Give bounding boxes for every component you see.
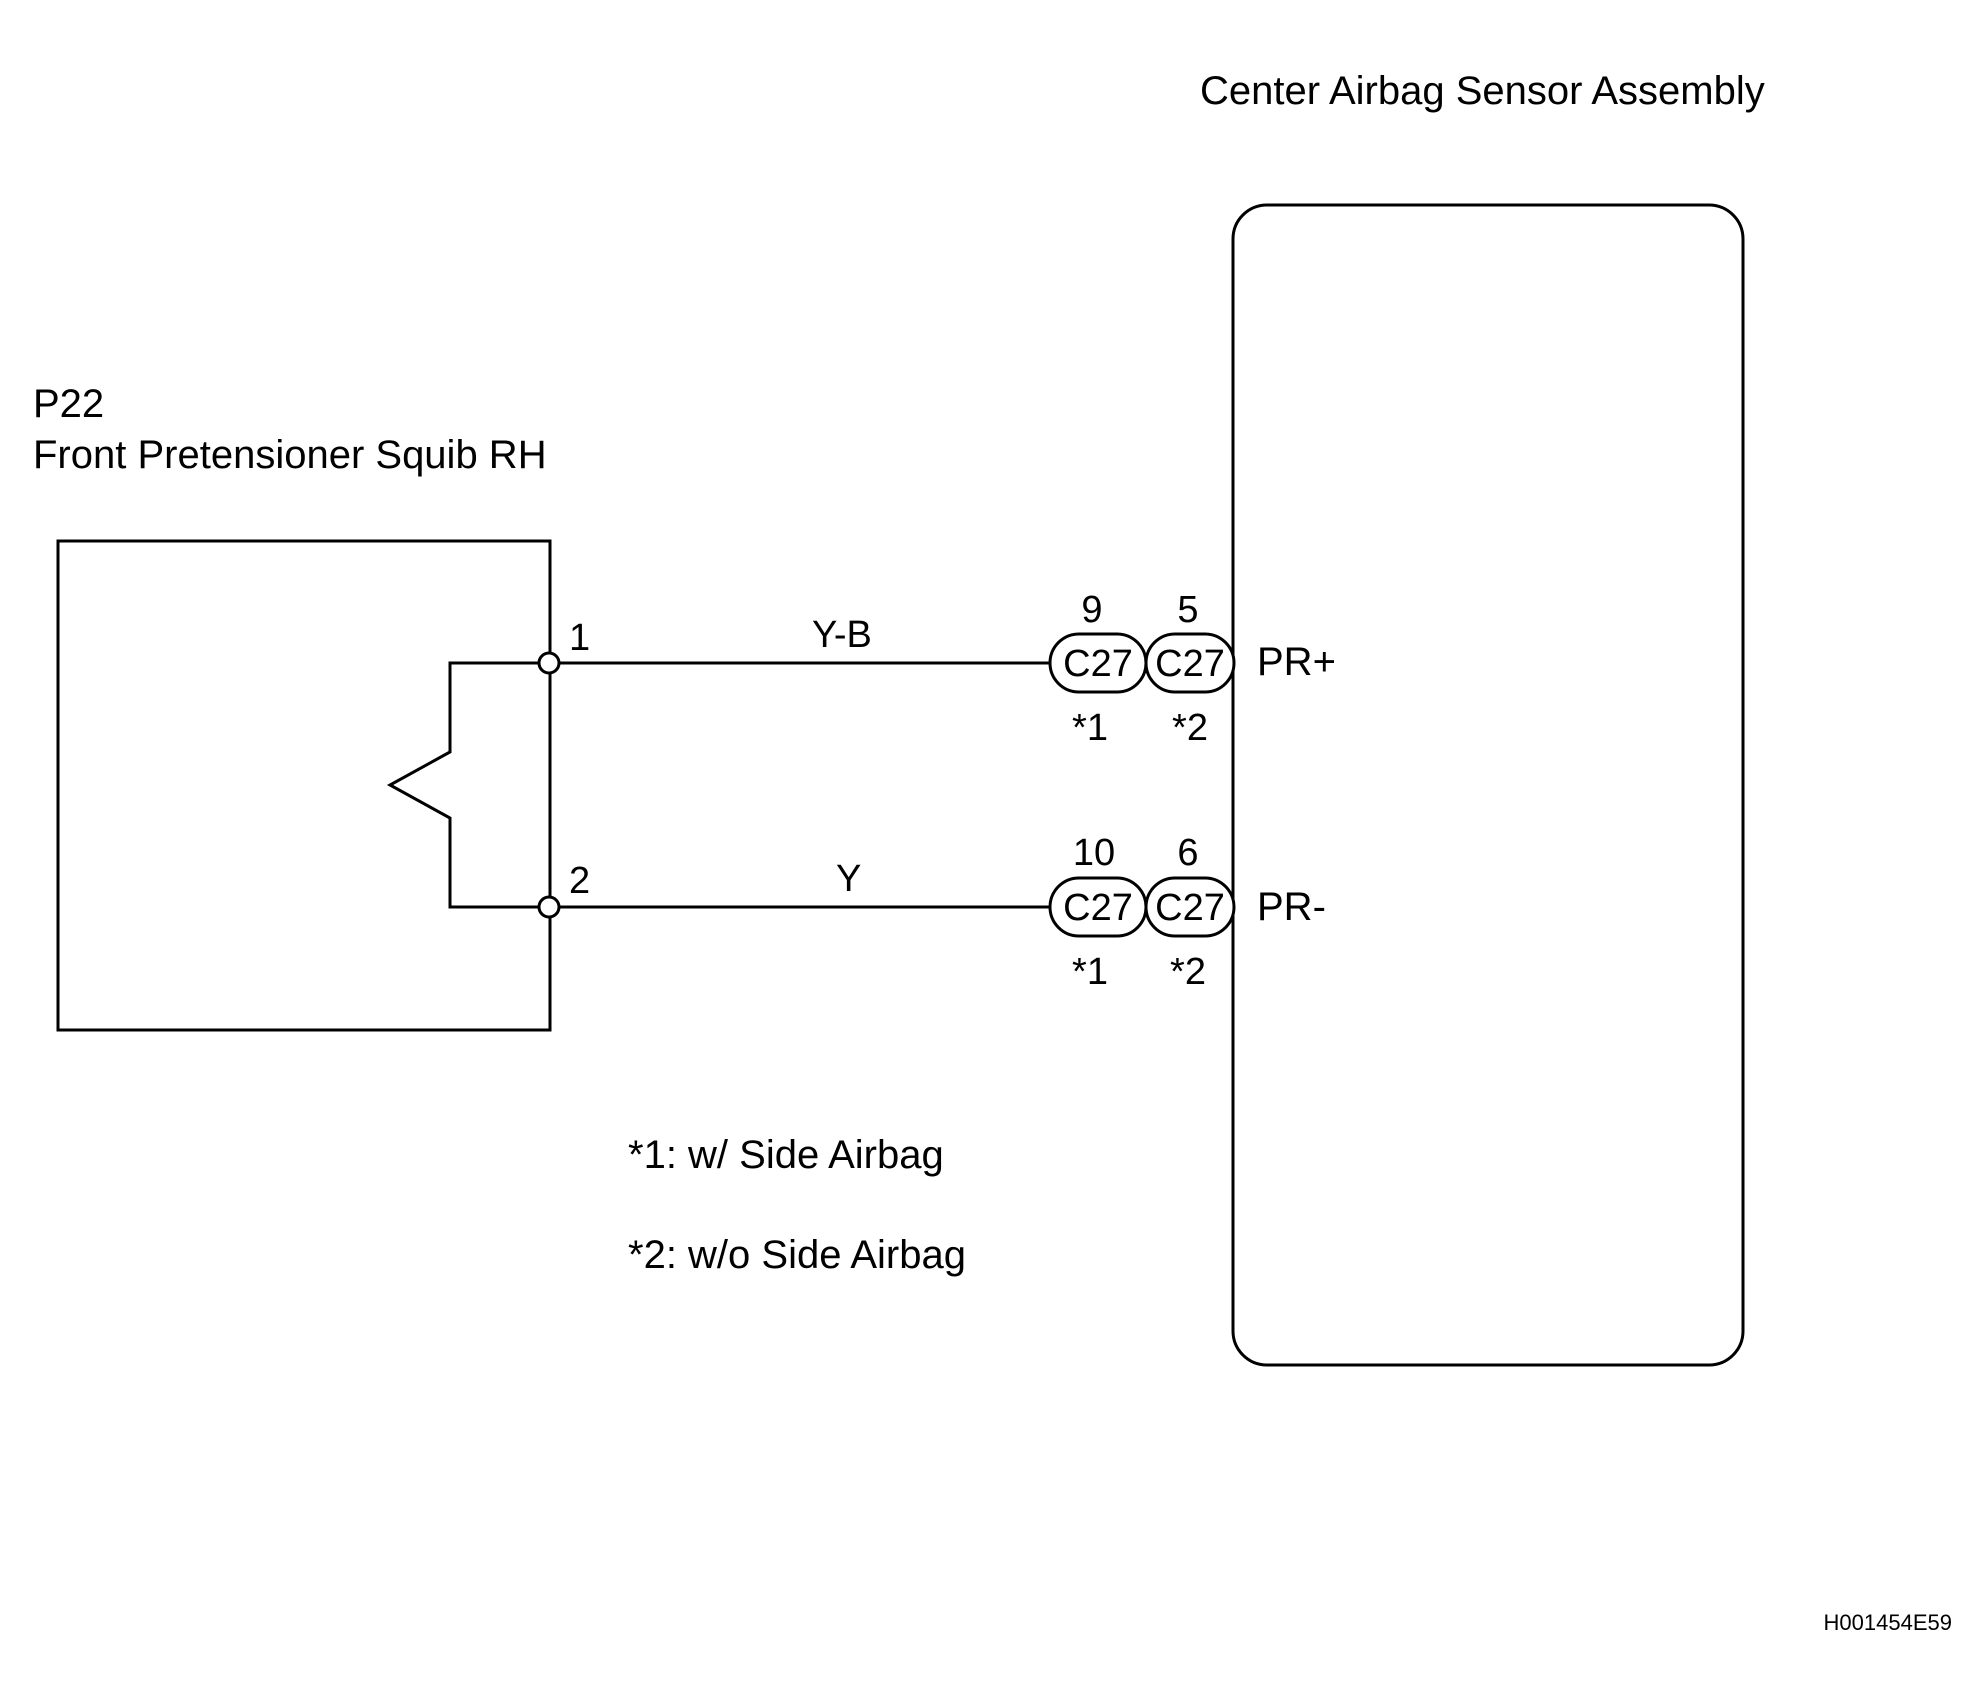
wire-label-y: Y: [836, 858, 861, 900]
connector-top-b-code: C27: [1155, 643, 1225, 685]
squib-code: P22: [33, 382, 104, 426]
connector-bottom-b-code: C27: [1155, 887, 1225, 929]
note-wo-side-airbag: *2: w/o Side Airbag: [628, 1233, 966, 1277]
sensor-title: Center Airbag Sensor Assembly: [1200, 69, 1765, 113]
connector-top-b-variant: *2: [1172, 707, 1208, 749]
connector-top-a-pin: 9: [1081, 589, 1102, 631]
figure-code: H001454E59: [1824, 1610, 1952, 1635]
terminal-pr-minus: PR-: [1257, 885, 1326, 929]
squib-element: [386, 661, 549, 909]
squib-pin-1-label: 1: [569, 617, 590, 659]
squib-pin-2-label: 2: [569, 860, 590, 902]
connector-bottom-b-pin: 6: [1177, 832, 1198, 874]
squib-name: Front Pretensioner Squib RH: [33, 433, 547, 477]
wire-label-yb: Y-B: [812, 614, 872, 656]
connector-bottom-b: [1144, 876, 1236, 938]
note-w-side-airbag: *1: w/ Side Airbag: [628, 1133, 944, 1177]
sensor-box: [1231, 203, 1745, 1367]
connector-bottom-a-variant: *1: [1072, 951, 1108, 993]
terminal-pr-plus: PR+: [1257, 640, 1336, 684]
connector-top-a-variant: *1: [1072, 707, 1108, 749]
connector-bottom-a-code: C27: [1063, 887, 1133, 929]
squib-box: [56, 539, 552, 1032]
connector-top-b-pin: 5: [1177, 589, 1198, 631]
connector-top-b: [1144, 632, 1236, 694]
connector-top-a-code: C27: [1063, 643, 1133, 685]
connector-bottom-b-variant: *2: [1170, 951, 1206, 993]
squib-pin-2: [537, 895, 561, 919]
connector-bottom-a-pin: 10: [1073, 832, 1115, 874]
squib-pin-1: [537, 651, 561, 675]
